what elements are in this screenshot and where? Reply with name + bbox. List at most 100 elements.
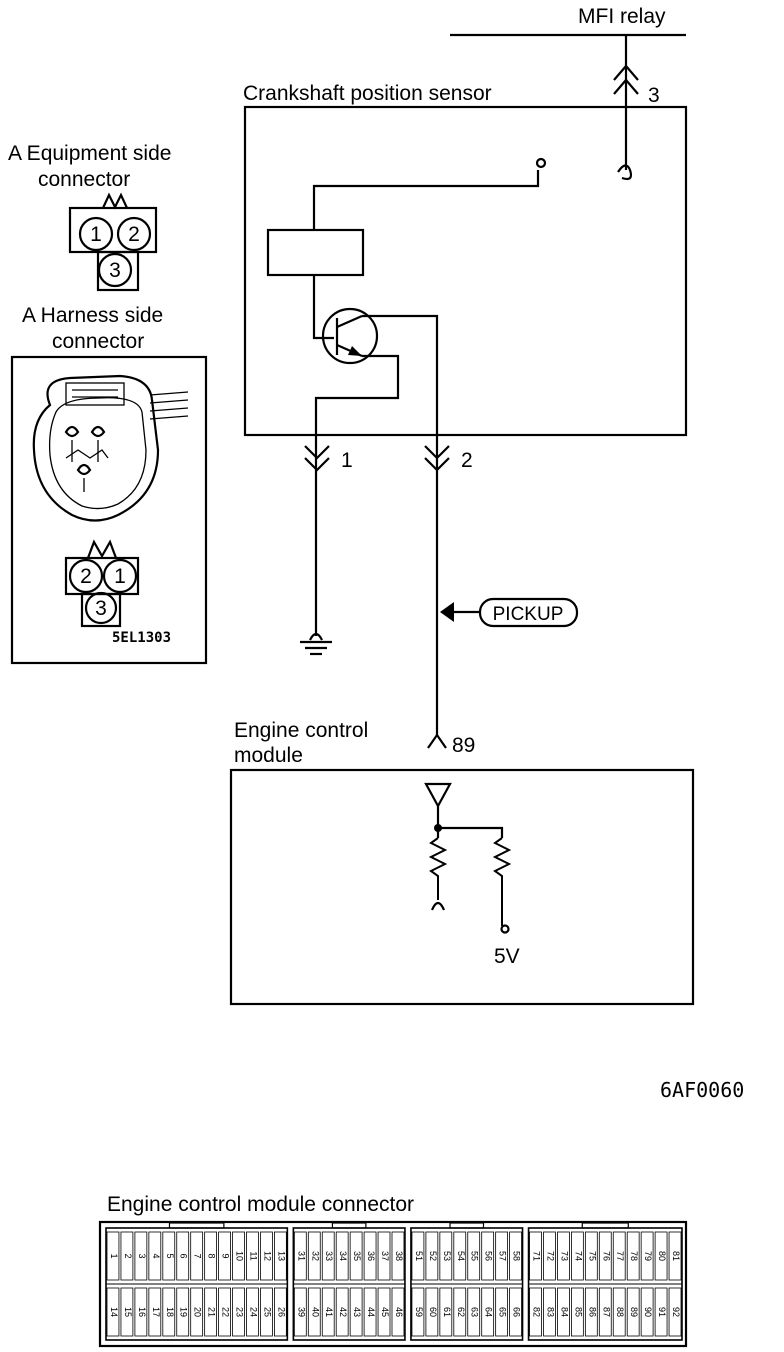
ecm-pin-cell [363,1287,377,1337]
ecm-pin-number: 86 [587,1307,597,1317]
ecm-pin-number: 59 [414,1307,424,1317]
ecm-pin-number: 55 [470,1251,480,1261]
ecm-pin-number: 81 [671,1251,681,1261]
ecm-pin-cell [176,1231,190,1281]
harness-connector-panel [10,355,208,665]
ecm-pin-cell [411,1287,425,1337]
ecm-pin-number: 13 [276,1251,286,1261]
ecm-pin-cell [584,1287,598,1337]
ecm-pin-number: 20 [193,1307,203,1317]
ecm-pin-cell [453,1287,467,1337]
ecm-pin-number: 1 [109,1253,119,1258]
harness-connector-face [64,539,140,628]
ecm-pin-number: 4 [151,1253,161,1258]
input-buffer-icon [424,782,452,809]
ecm-pin-number: 32 [310,1251,320,1261]
ecm-pin-number: 37 [380,1251,390,1261]
ecm-pin-number: 80 [657,1251,667,1261]
ecm-pin-cell [190,1231,204,1281]
ecm-pin-number: 61 [442,1307,452,1317]
transistor-icon [321,307,379,365]
ecm-pin-number: 82 [532,1307,542,1317]
ecm-pin-number: 57 [498,1251,508,1261]
ecm-pin-number: 76 [601,1251,611,1261]
ecm-pin-cell [584,1231,598,1281]
ecm-pin-cell [377,1287,391,1337]
resistor-left-icon [428,837,448,900]
ecm-pin-number: 75 [587,1251,597,1261]
harness-connector-label-line1: A Harness side [22,304,163,327]
ecm-pin-cell [557,1287,570,1337]
ecm-pin-cell [335,1287,349,1337]
ecm-pin-number: 42 [338,1307,348,1317]
ecm-pin-cell [260,1287,273,1337]
ecm-pin-number: 17 [151,1307,161,1317]
harness-pin-2: 2 [80,565,92,588]
ecm-pin-number: 92 [671,1307,681,1317]
ecm-pin-number: 89 [629,1307,639,1317]
ecm-pin-cell [307,1231,321,1281]
ecm-pin-cell [204,1287,217,1337]
ecm-pin-number: 53 [442,1251,452,1261]
ecm-pin-number: 85 [573,1307,583,1317]
ecm-pin-number: 64 [484,1307,494,1317]
ecm-pin-number: 44 [366,1307,376,1317]
ecm-pin-cell [495,1287,508,1337]
ecm-pin-number: 91 [657,1307,667,1317]
ecm-pin-number: 25 [262,1307,272,1317]
ecm-pin-cell [529,1231,542,1281]
ecm-pin-cell [626,1231,640,1281]
hall-element [266,228,365,277]
ecm-pin-cell [467,1231,481,1281]
sensor-terminal [535,157,547,169]
ecm-pin-cell [598,1287,612,1337]
ecm-pin-cell [481,1231,495,1281]
ecm-pin-number: 71 [532,1251,542,1261]
supply-terminal [500,924,510,934]
ground-symbol-icon [300,632,332,656]
ecm-pin-cell [293,1231,307,1281]
collector-wire [362,314,439,450]
ecm-pin-cell [411,1231,425,1281]
ecm-pin-cell [307,1287,321,1337]
ecm-pin-cell [543,1287,556,1337]
ecm-pin-number: 90 [643,1307,653,1317]
ecm-pin-number: 51 [414,1251,424,1261]
ecm-pin-number: 8 [207,1253,217,1258]
ecm-pin-number: 12 [262,1251,272,1261]
ecm-connector-title: Engine control module connector [107,1193,414,1216]
ecm-pin-cell [529,1287,542,1337]
ecm-pin-number: 6 [179,1253,189,1258]
ecm-pin-cell [640,1287,654,1337]
ecm-label-line2: module [234,744,303,767]
ecm-pin-number: 31 [296,1251,306,1261]
ecm-pin-number: 74 [573,1251,583,1261]
ecm-pin-number: 77 [615,1251,625,1261]
ecm-block-latch [168,1222,225,1229]
ecm-pin-number: 78 [629,1251,639,1261]
ecm-connector-outline [98,1220,688,1348]
ecm-pin-number: 36 [366,1251,376,1261]
ecm-pin-cell [246,1231,259,1281]
ecm-pin-number: 79 [643,1251,653,1261]
ecm-pin-number: 24 [248,1307,258,1317]
ecm-pin-cell [246,1287,259,1337]
ecm-pin-cell [377,1231,391,1281]
ecm-pin-cell [481,1287,495,1337]
ecm-pin-cell [120,1287,134,1337]
ecm-pin-number: 35 [352,1251,362,1261]
ecm-pin-cell [557,1231,570,1281]
ecm-pin-cell [571,1287,584,1337]
ecm-pin-cell [453,1231,467,1281]
ecm-connector-arrow [427,733,447,749]
ecm-pin-cell [425,1287,439,1337]
relay-wire-end [617,164,633,181]
ecm-pin-cell [134,1231,148,1281]
ecm-pin-cell [321,1287,335,1337]
ecm-pin-number: 52 [428,1251,438,1261]
ecm-pin-number: 3 [137,1253,147,1258]
ecm-pin-cell [106,1231,120,1281]
ecm-pin-cell [218,1231,231,1281]
sensor-top-wire [312,170,540,230]
ecm-pin-number: 41 [324,1307,334,1317]
